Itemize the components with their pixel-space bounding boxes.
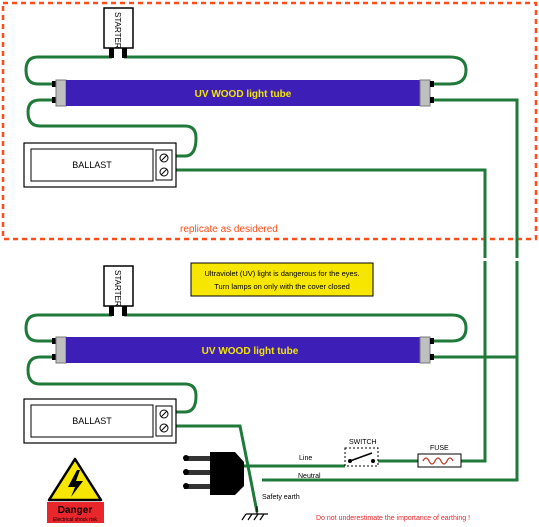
top-ballast-label: BALLAST [72, 160, 112, 170]
earth-ground-icon [241, 506, 268, 521]
bus-continuation [483, 255, 519, 262]
replicate-border [1, 1, 538, 241]
line-label: Line [299, 455, 312, 462]
bottom-uv-tube [66, 337, 420, 363]
safety-earth-label: Safety earth [262, 494, 300, 501]
uv-warning-line2: Turn lamps on only with the cover closed [214, 282, 350, 291]
bottom-wires [24, 262, 519, 513]
top-uv-tube [66, 80, 420, 106]
uv-warning-line1: Ultraviolet (UV) light is dangerous for … [204, 269, 359, 278]
bottom-ballast-label: BALLAST [72, 416, 112, 426]
bottom-starter [103, 265, 134, 307]
mains-plug [183, 452, 244, 495]
top-circuit: STARTER UV WOOD light tube BALLAST [23, 7, 519, 255]
danger-sign: Danger Electrical shock risk [46, 455, 105, 523]
danger-label: Danger [58, 505, 93, 516]
switch: SWITCH [344, 439, 379, 467]
bottom-starter-label: STARTER [113, 270, 122, 307]
danger-sub-label: Electrical shock risk [53, 517, 97, 523]
bottom-tube-label: UV WOOD light tube [202, 346, 299, 357]
replicate-label: replicate as desidered [180, 224, 278, 235]
bottom-circuit: STARTER UV WOOD light tube BALLAST [23, 262, 519, 513]
earthing-note: Do not underestimate the importance of e… [316, 515, 470, 522]
switch-label: SWITCH [349, 439, 377, 446]
top-starter-label: STARTER [113, 12, 122, 49]
top-tube-label: UV WOOD light tube [195, 89, 292, 100]
uv-warning-box [190, 262, 374, 297]
neutral-label: Neutral [298, 473, 321, 480]
top-wires [24, 55, 519, 255]
fuse-label: FUSE [430, 445, 449, 452]
fuse: FUSE [417, 445, 462, 468]
top-starter [103, 7, 134, 49]
